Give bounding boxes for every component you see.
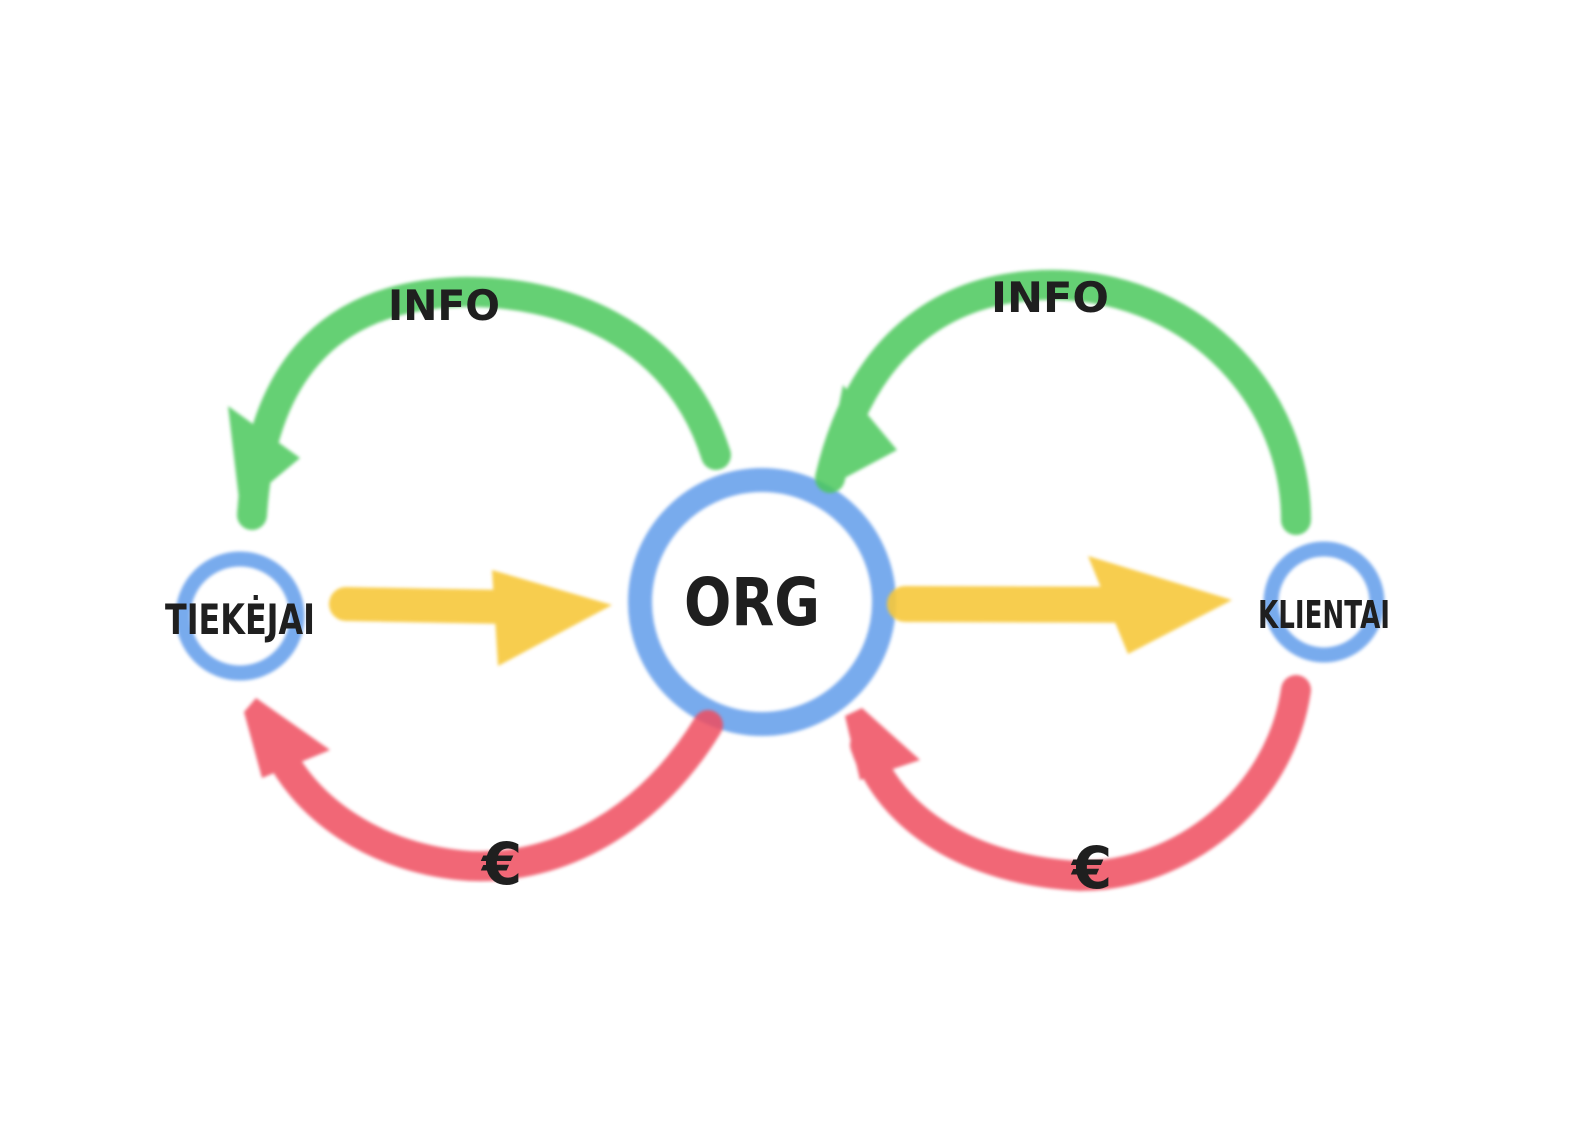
info-arrow-org-to-supplier — [228, 276, 731, 530]
org-ring — [628, 468, 896, 736]
supplier-label: TIEKĖJAI — [165, 594, 315, 644]
client-node — [1263, 541, 1385, 663]
client-ring — [1263, 541, 1385, 663]
supplier-ring — [175, 551, 305, 681]
money-arrow-client-to-org — [845, 675, 1311, 892]
info-arrow-client-to-org — [815, 269, 1311, 535]
org-node — [628, 468, 896, 736]
client-label: KLIENTAI — [1258, 593, 1390, 637]
info-label-right: INFO — [991, 273, 1109, 322]
money-arrow-org-to-supplier — [244, 698, 723, 882]
goods-arrow-supplier-to-org — [329, 570, 612, 666]
org-label: ORG — [684, 564, 820, 641]
euro-label-left: € — [480, 830, 522, 898]
supplier-node — [175, 551, 305, 681]
euro-label-right: € — [1070, 834, 1112, 902]
goods-arrow-org-to-client — [887, 556, 1232, 654]
info-label-left: INFO — [388, 281, 500, 330]
